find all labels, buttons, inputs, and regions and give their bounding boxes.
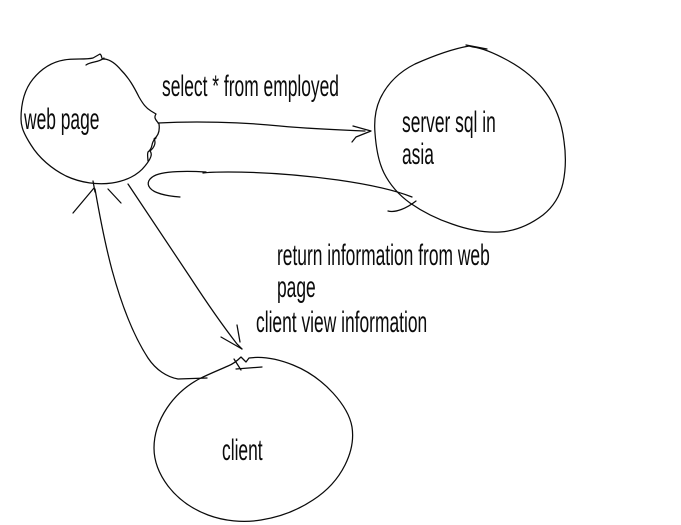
edge-return-info — [147, 170, 417, 213]
web-page-edge-fold — [146, 137, 157, 162]
client-view-head-left — [220, 336, 243, 350]
client-request-line — [94, 188, 208, 380]
client-view-line — [127, 183, 243, 350]
client-outline — [153, 356, 354, 522]
client-request-head-right — [107, 188, 122, 204]
edge-client-request — [72, 180, 208, 380]
client-top-fold-2 — [233, 358, 242, 371]
web-page-outline — [20, 53, 160, 185]
return-arrow-line — [202, 171, 413, 198]
client-view-head-top — [236, 324, 241, 343]
return-arrow-tail-hook — [387, 200, 417, 213]
edge-select-query — [157, 121, 372, 143]
node-client — [153, 356, 354, 522]
edge-client-view — [127, 183, 243, 350]
node-web-page — [20, 53, 160, 185]
return-arrow-head — [147, 170, 207, 198]
client-node-label: client — [222, 434, 263, 467]
select-arrow-head — [351, 125, 372, 143]
server-node-label: server sql in asia — [402, 106, 496, 171]
select-query-edge-label: select * from employed — [162, 70, 339, 103]
node-server — [374, 44, 566, 233]
client-view-edge-label: client view information — [256, 306, 428, 339]
server-outline — [374, 45, 566, 233]
server-top-notch — [465, 44, 488, 50]
client-request-head-left — [72, 187, 95, 214]
client-request-head-tick — [92, 180, 96, 193]
web-page-peak-fold — [85, 57, 105, 66]
select-arrow-line — [157, 121, 366, 132]
return-info-edge-label: return information from web page — [277, 239, 490, 304]
web-page-node-label: web page — [24, 103, 100, 136]
